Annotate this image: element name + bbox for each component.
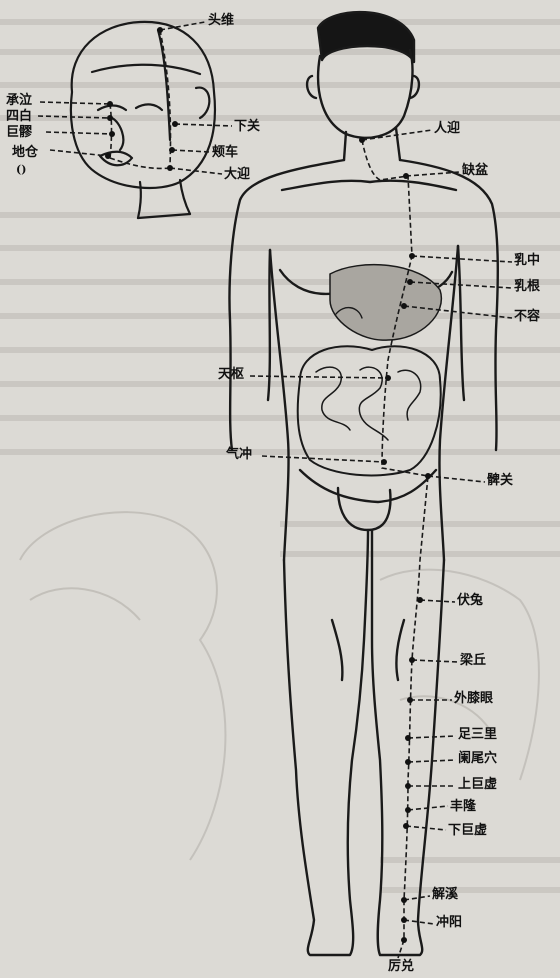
label-renying: 人迎 bbox=[434, 122, 460, 135]
label-lanweixue: 阑尾穴 bbox=[458, 752, 497, 765]
label-daying: 大迎 bbox=[224, 168, 250, 181]
label-xiajuxu: 下巨虚 bbox=[448, 824, 487, 837]
label-chengqi: 承泣 bbox=[6, 94, 32, 107]
label-lidui: 厉兑 bbox=[388, 960, 414, 973]
label-shangjuxu: 上巨虚 bbox=[458, 778, 497, 791]
label-xiaguan: 下关 bbox=[234, 120, 260, 133]
label-zusanli: 足三里 bbox=[458, 728, 497, 741]
organs bbox=[298, 265, 442, 476]
label-quepen: 缺盆 bbox=[462, 164, 488, 177]
label-jiexi: 解溪 bbox=[432, 888, 458, 901]
label-qichong: 气冲 bbox=[226, 448, 252, 461]
label-fenglong: 丰隆 bbox=[450, 800, 476, 813]
label-ruzhong: 乳中 bbox=[514, 254, 540, 267]
label-dicang-mark: () bbox=[16, 164, 26, 175]
label-biguan: 髀关 bbox=[487, 474, 513, 487]
label-jiache: 颊车 bbox=[212, 146, 238, 159]
label-futu: 伏兔 bbox=[457, 594, 483, 607]
label-sibai: 四白 bbox=[6, 110, 32, 123]
head-meridian bbox=[38, 22, 232, 174]
label-touwei: 头维 bbox=[208, 14, 234, 27]
label-dicang: 地仓 bbox=[12, 146, 38, 159]
label-burong: 不容 bbox=[514, 310, 540, 323]
label-chongyang: 冲阳 bbox=[436, 916, 462, 929]
label-tianshu: 天枢 bbox=[218, 368, 244, 381]
label-liangqiu: 梁丘 bbox=[460, 654, 486, 667]
label-waixiyan: 外膝眼 bbox=[454, 692, 493, 705]
label-rugen: 乳根 bbox=[514, 280, 540, 293]
label-juliao: 巨髎 bbox=[6, 126, 32, 139]
